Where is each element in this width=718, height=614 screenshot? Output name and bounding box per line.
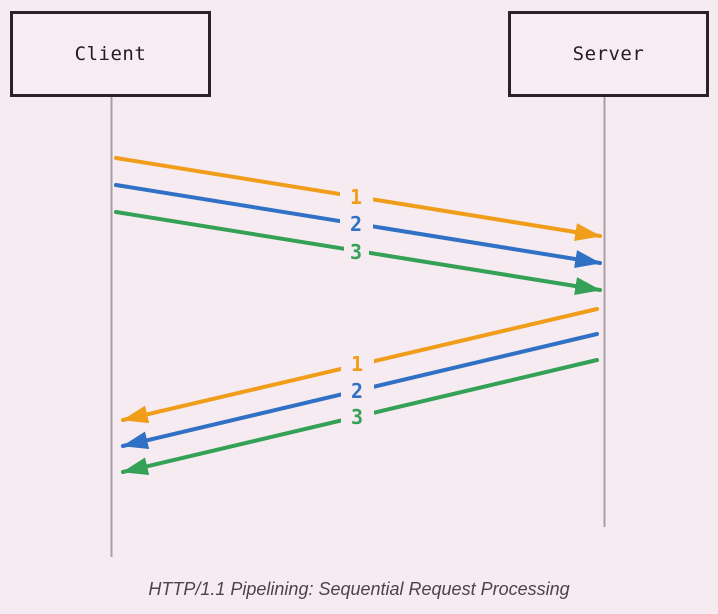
response-label-2-halo <box>341 380 374 402</box>
server-actor-box: Server <box>508 11 709 97</box>
client-actor-box: Client <box>10 11 211 97</box>
request-label-2-halo <box>340 213 373 235</box>
response-label-1: 1 <box>351 352 363 376</box>
server-actor-label: Server <box>572 43 645 65</box>
request-label-3: 3 <box>350 240 362 264</box>
response-label-2: 2 <box>351 379 363 403</box>
response-label-3-halo <box>341 406 374 428</box>
request-label-1: 1 <box>350 185 362 209</box>
request-label-2: 2 <box>350 212 362 236</box>
diagram-caption: HTTP/1.1 Pipelining: Sequential Request … <box>148 579 570 599</box>
response-label-3: 3 <box>351 405 363 429</box>
client-actor-label: Client <box>74 43 147 65</box>
request-label-1-halo <box>340 186 373 208</box>
request-label-3-halo <box>344 242 369 263</box>
response-label-1-halo <box>341 353 374 375</box>
